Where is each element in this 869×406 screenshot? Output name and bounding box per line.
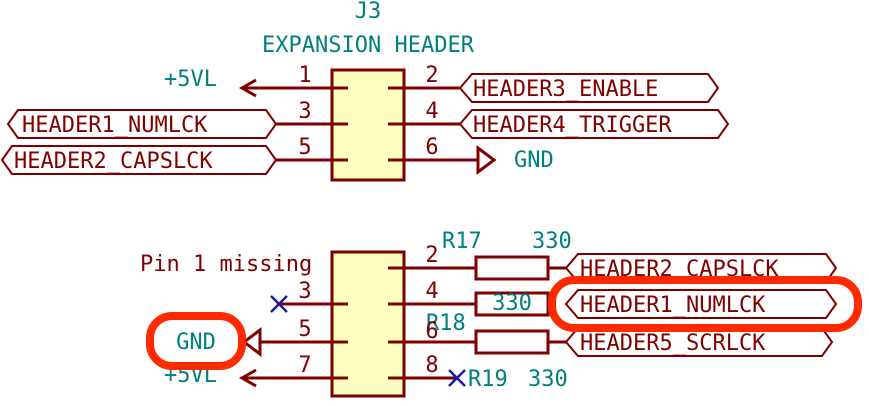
j3-pin-wires: [238, 78, 497, 175]
net-label-header3-enable: HEADER3_ENABLE: [473, 77, 658, 102]
pin-number: 7: [298, 353, 311, 378]
net-label-shape: [458, 109, 730, 139]
net-label-shape: [0, 145, 278, 175]
resistor-r17: [474, 255, 550, 281]
bottom-pin-wires: [238, 266, 566, 388]
pin-number: 5: [298, 135, 311, 160]
net-label-shape: [564, 289, 838, 319]
bottom-pin-numbers: 2 3 4 5 6 7 8: [298, 243, 438, 378]
pin-number: 4: [425, 99, 438, 124]
net-label-shape: [458, 73, 720, 103]
net-label-header1-numlck: HEADER1_NUMLCK: [22, 113, 208, 138]
pin-number: 3: [298, 279, 311, 304]
r19-reference: R19: [468, 367, 508, 392]
r19-value: 330: [528, 367, 568, 392]
pin-number: 1: [298, 63, 311, 88]
j3-pin-numbers: 1 2 3 4 5 6: [298, 63, 438, 160]
power-label-plus5vl: +5VL: [164, 67, 217, 92]
pin1-missing-note: Pin 1 missing: [140, 252, 312, 277]
pin-number: 2: [425, 63, 438, 88]
j3-value-label: EXPANSION HEADER: [262, 33, 475, 58]
no-connect-icon: [448, 369, 466, 387]
net-label-header2-capslck: HEADER2_CAPSLCK: [14, 149, 213, 174]
resistor-r19: [474, 329, 550, 355]
pin-number: 4: [425, 279, 438, 304]
net-label-shape: [6, 109, 278, 139]
resistor-labels: R17 330 330 R18 R19 330: [426, 229, 572, 392]
net-label-header5-scrlck: HEADER5_SCRLCK: [580, 331, 766, 356]
r17-reference: R17: [442, 229, 482, 254]
highlight-box-numlck: [548, 276, 862, 332]
net-label-header4-trigger: HEADER4_TRIGGER: [473, 113, 672, 138]
pin-number: 3: [298, 99, 311, 124]
r18-value: 330: [492, 291, 532, 316]
pin-number: 2: [425, 243, 438, 268]
pin-number: 6: [425, 319, 438, 344]
bottom-connector-body: [330, 250, 406, 398]
r18-reference: R18: [426, 311, 466, 336]
pin-number: 5: [298, 317, 311, 342]
pin-number: 8: [425, 353, 438, 378]
no-connect-icon: [270, 295, 288, 313]
power-label-gnd-bottom: GND: [176, 330, 216, 355]
pin-number: 6: [425, 135, 438, 160]
power-label-gnd: GND: [514, 148, 554, 173]
j3-reference: J3: [355, 0, 382, 24]
highlight-box-gnd: [146, 312, 246, 370]
net-label-header1-numlck-bottom: HEADER1_NUMLCK: [580, 293, 766, 318]
r17-value: 330: [532, 229, 572, 254]
